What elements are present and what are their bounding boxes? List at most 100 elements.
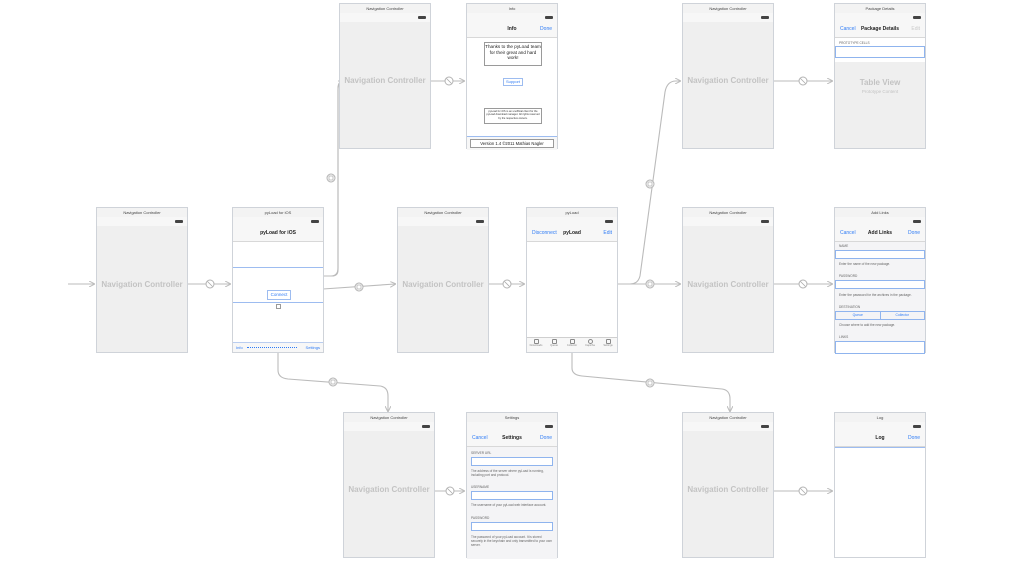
password-field[interactable] (471, 522, 553, 531)
status-bar (683, 13, 773, 22)
segue-badge-modal[interactable] (645, 179, 655, 189)
scene-settings[interactable]: Settings Cancel Settings Done SERVER URL… (466, 412, 558, 559)
password-label: PASSWORD (839, 274, 858, 278)
navigation-bar: Info Done (467, 22, 557, 38)
segue-badge-relationship[interactable] (445, 486, 455, 496)
navigation-bar: Cancel Package Details Edit (835, 22, 925, 38)
destination-segmented-control[interactable]: Queue Collector (835, 311, 925, 320)
segue-badge-relationship[interactable] (798, 76, 808, 86)
scene-navigation-controller-settings[interactable]: Navigation Controller Navigation Control… (343, 412, 435, 558)
scene-add-links[interactable]: Add Links Cancel Add Links Done NAME Ent… (834, 207, 926, 354)
footer-view: Version 1.4 ©2011 Mathias Nagler (467, 136, 557, 150)
segue-badge-modal[interactable] (354, 282, 364, 292)
tab-bar: Downloads Queue Collector Captcha Settin… (527, 337, 617, 352)
done-button[interactable]: Done (540, 435, 552, 441)
scene-navigation-controller-details[interactable]: Navigation Controller Navigation Control… (682, 3, 774, 149)
downloads-table[interactable] (527, 242, 617, 338)
battery-icon (913, 425, 921, 428)
battery-icon (913, 220, 921, 223)
navigation-bar: Log Done (835, 431, 925, 447)
scene-package-details[interactable]: Package Details Cancel Package Details E… (834, 3, 926, 149)
username-hint: The username of your pyLoad web interfac… (471, 503, 547, 507)
tab-settings[interactable]: Settings (599, 339, 617, 348)
status-bar (835, 13, 925, 22)
links-text-view[interactable] (835, 341, 925, 354)
scene-placeholder-label: Navigation Controller (402, 280, 484, 289)
info-button[interactable]: Info (236, 345, 243, 350)
username-label: USERNAME (471, 485, 490, 489)
segue-badge-relationship[interactable] (444, 76, 454, 86)
segue-badge-relationship[interactable] (798, 279, 808, 289)
tab-label: Queue (550, 344, 558, 347)
nav-title: Add Links (867, 230, 893, 236)
server-url-field[interactable] (471, 457, 553, 466)
status-bar (527, 217, 617, 226)
segment-queue[interactable]: Queue (852, 313, 863, 317)
password-label: PASSWORD (471, 516, 490, 520)
scene-pyload-for-ios[interactable]: pyLoad for iOS pyLoad for iOS Connect In… (232, 207, 324, 353)
tab-label: Downloads (529, 344, 543, 347)
status-bar (340, 13, 430, 22)
cancel-button[interactable]: Cancel (840, 26, 856, 32)
scene-pyload[interactable]: pyLoad Disconnect pyLoad Edit Downloads … (526, 207, 618, 353)
segue-badge-modal[interactable] (328, 377, 338, 387)
battery-icon (418, 16, 426, 19)
username-field[interactable] (471, 491, 553, 500)
log-text-view[interactable] (835, 447, 925, 557)
battery-icon (545, 16, 553, 19)
connect-button[interactable]: Connect (267, 290, 291, 300)
battery-icon (175, 220, 183, 223)
downloads-icon (533, 339, 539, 344)
edit-button[interactable]: Edit (911, 26, 920, 32)
table-view-sublabel: Prototype Content (861, 89, 899, 94)
tab-downloads[interactable]: Downloads (527, 339, 545, 348)
done-button[interactable]: Done (540, 26, 552, 32)
scene-navigation-controller-log[interactable]: Navigation Controller Navigation Control… (682, 412, 774, 558)
segue-badge-relationship[interactable] (205, 279, 215, 289)
segue-badge-modal[interactable] (645, 279, 655, 289)
table-view[interactable]: Table View Prototype Content (835, 62, 925, 148)
navigation-bar: Disconnect pyLoad Edit (527, 226, 617, 242)
support-button[interactable]: Support (503, 78, 523, 86)
password-field[interactable] (835, 280, 925, 289)
nav-title: Settings (502, 435, 522, 441)
segue-badge-modal[interactable] (326, 173, 336, 183)
tab-collector[interactable]: Collector (563, 339, 581, 348)
scene-log[interactable]: Log Log Done (834, 412, 926, 558)
cancel-button[interactable]: Cancel (840, 230, 856, 236)
segue-badge-relationship[interactable] (798, 486, 808, 496)
battery-icon (605, 220, 613, 223)
done-button[interactable]: Done (908, 230, 920, 236)
edit-button[interactable]: Edit (603, 230, 612, 236)
status-bar (835, 217, 925, 226)
scene-navigation-controller-pyload[interactable]: Navigation Controller Navigation Control… (397, 207, 489, 353)
scene-navigation-controller-info[interactable]: Navigation Controller Navigation Control… (339, 3, 431, 149)
scene-navigation-controller-root[interactable]: Navigation Controller Navigation Control… (96, 207, 188, 353)
server-url-label: SERVER URL (471, 451, 492, 455)
name-field[interactable] (835, 250, 925, 259)
connection-view (233, 267, 323, 303)
segue-badge-relationship[interactable] (502, 279, 512, 289)
scene-placeholder-label: Navigation Controller (687, 76, 769, 85)
links-label: LINKS (839, 335, 849, 339)
scene-placeholder-label: Navigation Controller (687, 485, 769, 494)
battery-icon (913, 16, 921, 19)
table-view-label: Table View (859, 78, 901, 87)
activity-indicator (276, 304, 281, 309)
segue-badge-modal[interactable] (645, 378, 655, 388)
navigation-bar: Cancel Add Links Done (835, 226, 925, 242)
settings-button[interactable]: Settings (305, 345, 320, 350)
scene-placeholder-label: Navigation Controller (687, 280, 769, 289)
battery-icon (545, 425, 553, 428)
disclaimer-label: pyLoad for iOS is an unofficial client f… (484, 108, 542, 124)
tab-queue[interactable]: Queue (545, 339, 563, 348)
scene-info[interactable]: Info Info Done Thanks to the pyLoad team… (466, 3, 558, 150)
done-button[interactable]: Done (908, 435, 920, 441)
segment-collector[interactable]: Collector (879, 312, 925, 319)
scene-navigation-controller-addlinks[interactable]: Navigation Controller Navigation Control… (682, 207, 774, 353)
battery-icon (476, 220, 484, 223)
prototype-cell[interactable] (835, 46, 925, 58)
cancel-button[interactable]: Cancel (472, 435, 488, 441)
disconnect-button[interactable]: Disconnect (532, 230, 557, 236)
tab-captcha[interactable]: Captcha (581, 339, 599, 348)
